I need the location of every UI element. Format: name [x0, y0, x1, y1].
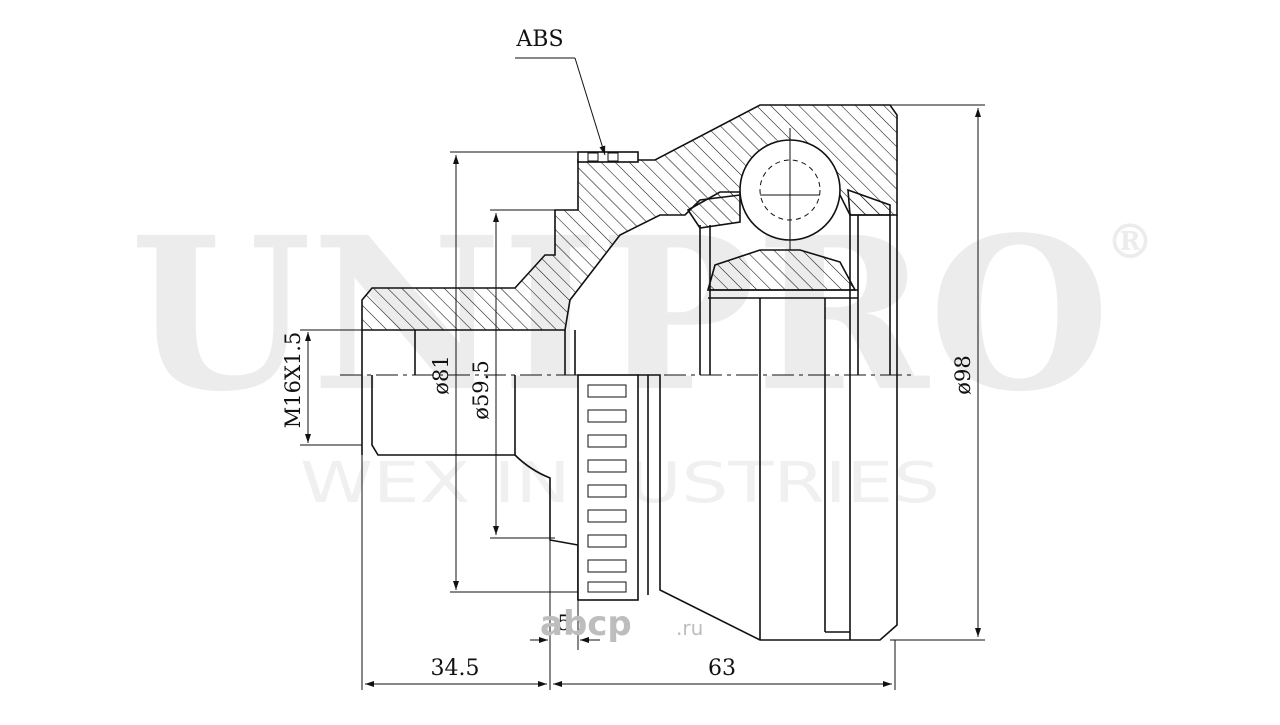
dimensions: ABS M16X1.5 ø81 ø59.5 ø98 5 34.5 — [281, 27, 985, 690]
len-34-5-label: 34.5 — [431, 656, 480, 681]
threaded-stub — [371, 375, 516, 456]
site-badge-text: abcp — [540, 604, 632, 644]
abs-teeth — [587, 384, 627, 593]
watermark-registered: ® — [1106, 214, 1154, 270]
len-5-label: 5 — [557, 611, 570, 635]
len-63-label: 63 — [708, 656, 736, 681]
abs-label: ABS — [515, 27, 563, 52]
lower-view — [361, 374, 898, 641]
cage-section — [686, 191, 741, 229]
upper-section — [361, 104, 898, 375]
abs-ring-bottom — [577, 374, 639, 601]
site-badge: abcp .ru — [540, 604, 703, 644]
dia-81-label: ø81 — [429, 355, 453, 394]
dia-98-label: ø98 — [951, 355, 975, 394]
site-badge-suffix: .ru — [676, 616, 703, 640]
dia-59-5-label: ø59.5 — [469, 360, 493, 419]
thread-label: M16X1.5 — [281, 332, 305, 429]
